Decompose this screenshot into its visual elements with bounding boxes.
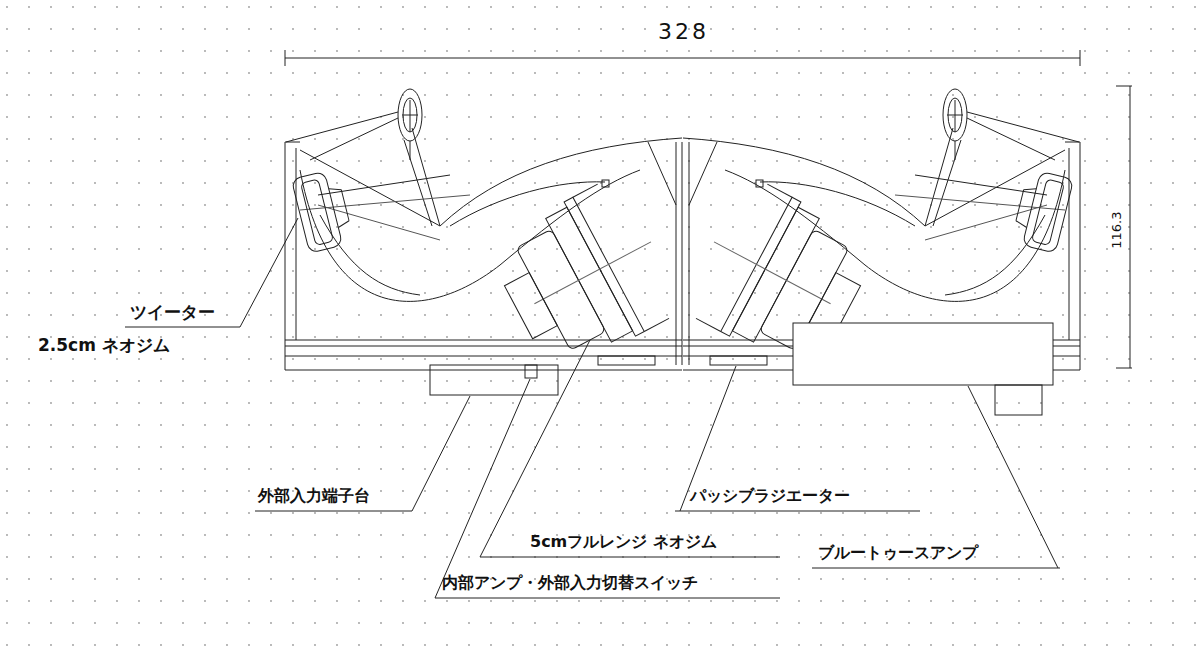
dimension-height: 116.3 (1111, 211, 1125, 248)
terminal-label: 外部入力端子台 (258, 487, 370, 505)
tweeter-label: ツイーター (130, 303, 215, 322)
dimension-width: 328 (658, 20, 709, 44)
switch-label: 内部アンプ・外部入力切替スイッチ (442, 574, 698, 592)
radiator-label: パッシブラジエーター (690, 487, 850, 505)
tweeter-spec: 2.5cm ネオジム (38, 336, 170, 355)
amp-label: ブルートゥースアンプ (818, 544, 978, 562)
fullrange-label: 5cmフルレンジ ネオジム (530, 533, 717, 551)
